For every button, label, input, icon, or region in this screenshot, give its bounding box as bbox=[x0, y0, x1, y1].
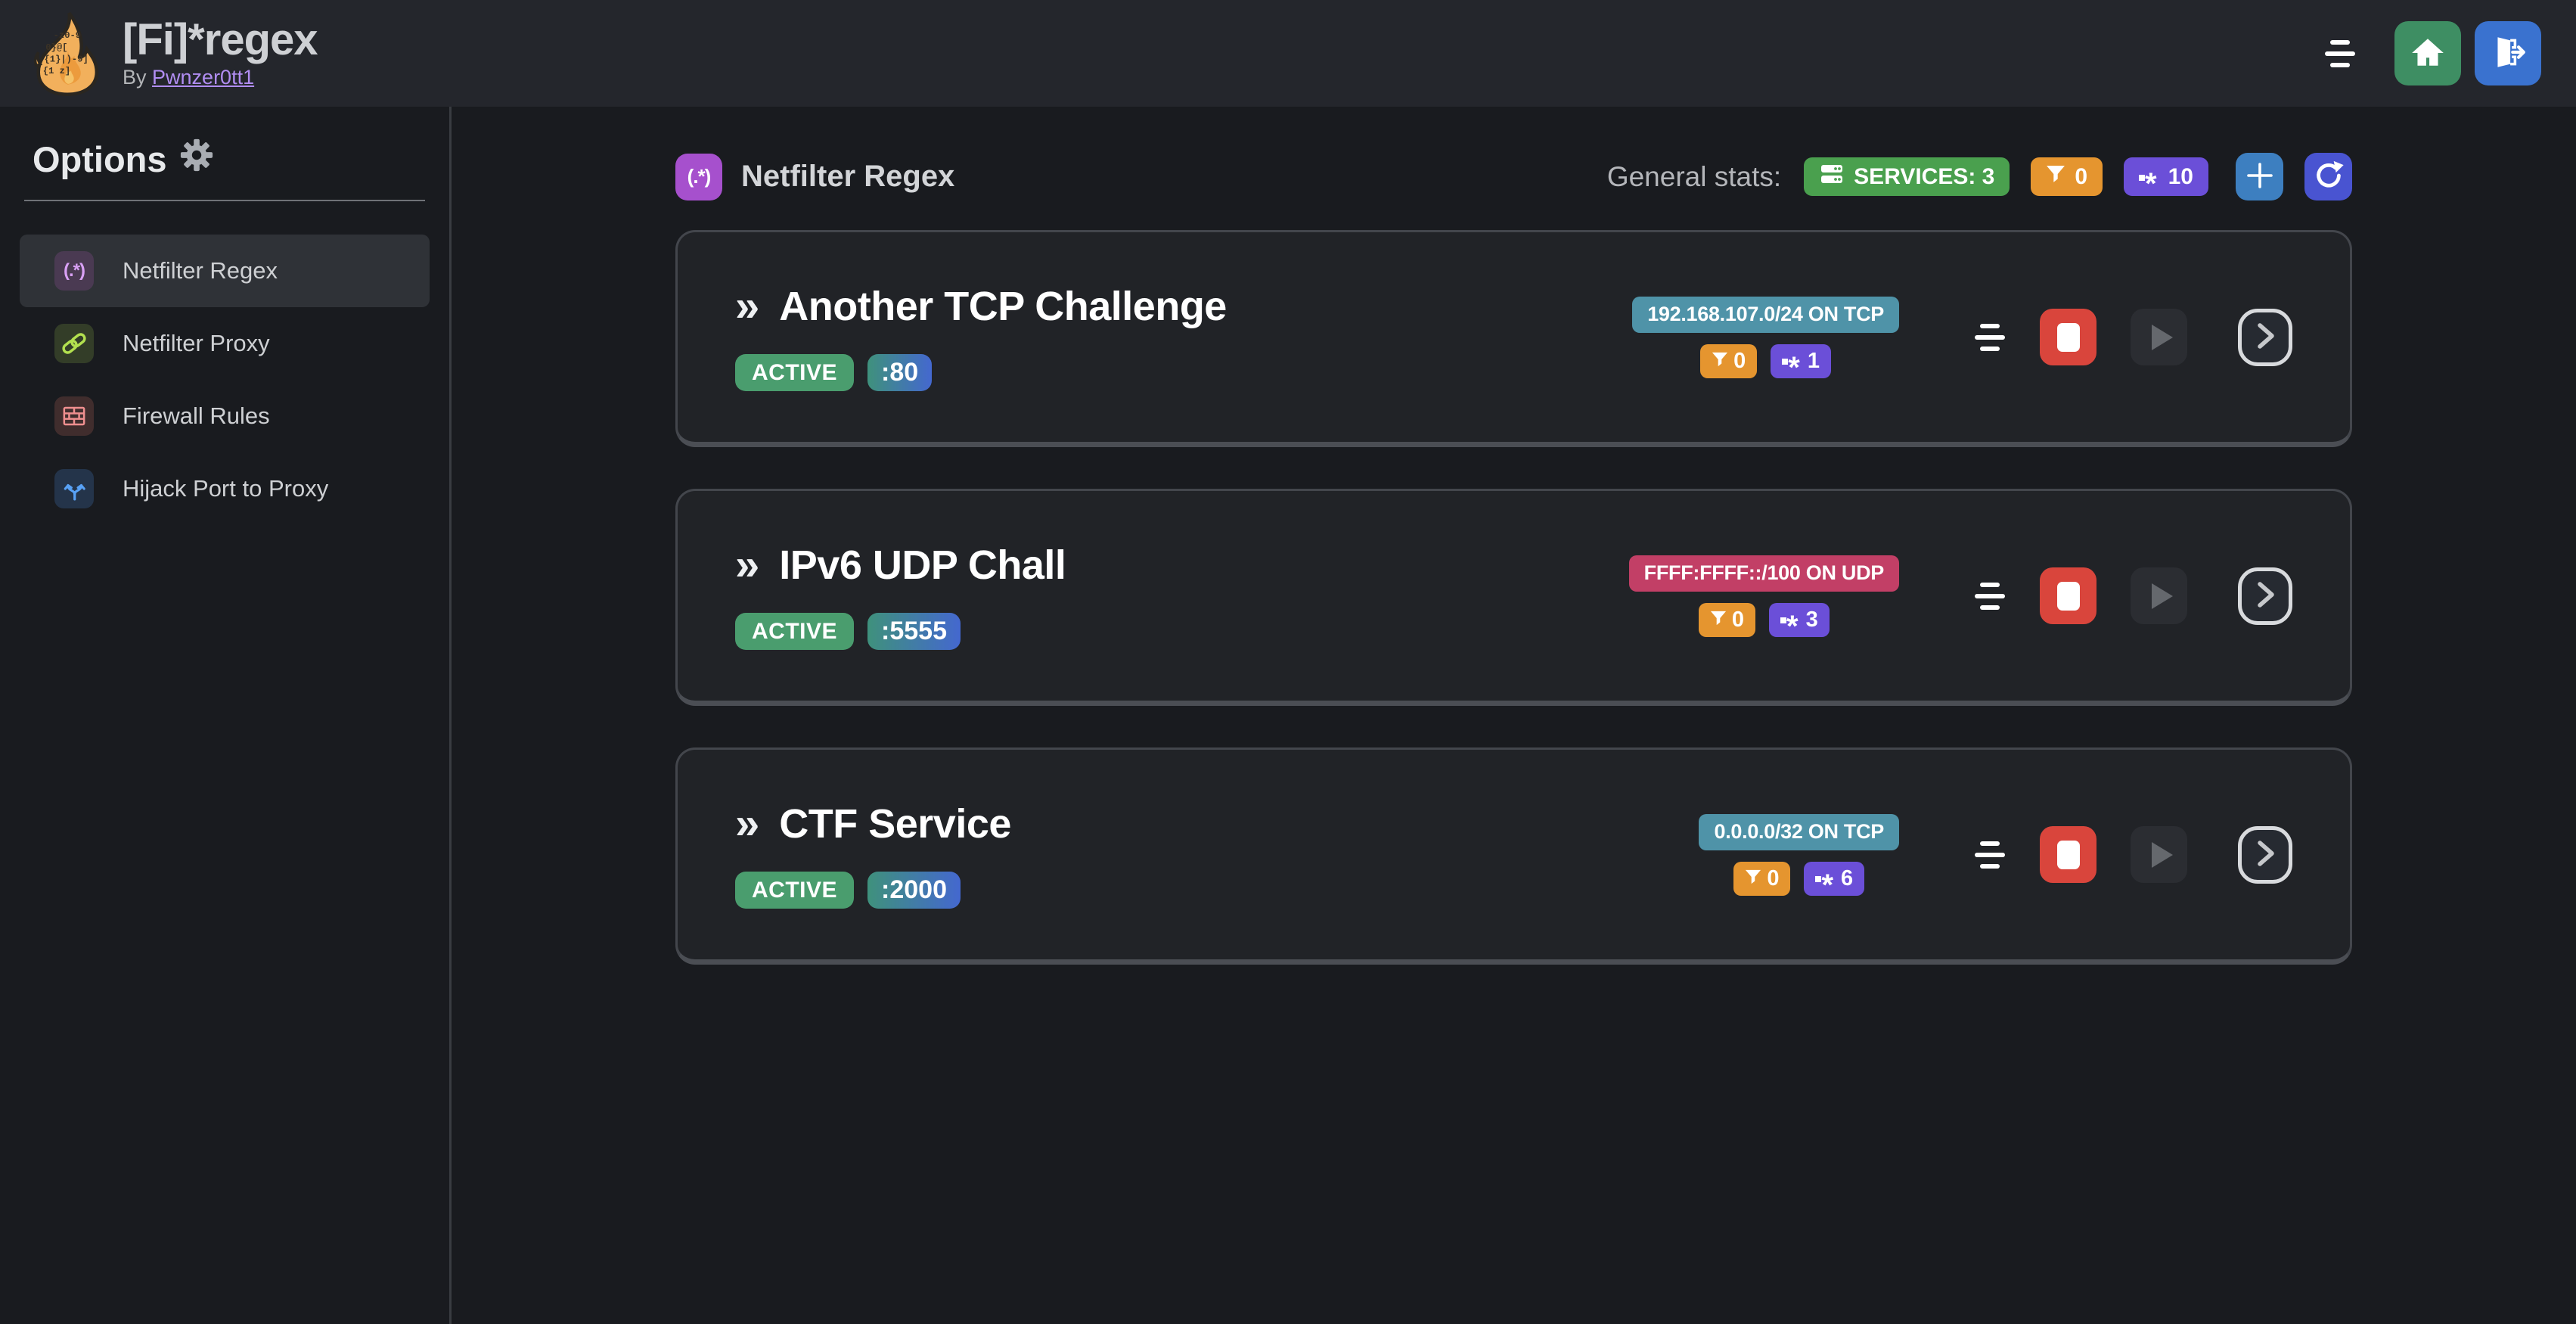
sidebar-nav: (.*) Netfilter Regex Netfilter Proxy bbox=[0, 235, 449, 525]
author-link[interactable]: Pwnzer0tt1 bbox=[152, 66, 255, 89]
regex-count-badge: * 3 bbox=[1769, 602, 1830, 642]
regex-icon: (.*) bbox=[675, 153, 722, 200]
options-heading: Options bbox=[33, 138, 449, 179]
port-badge: :2000 bbox=[867, 872, 961, 909]
funnel-icon bbox=[1710, 608, 1727, 632]
svg-text:{1 z]: {1 z] bbox=[43, 66, 70, 76]
play-icon bbox=[2151, 583, 2173, 609]
sidebar-item-label: Netfilter Regex bbox=[123, 257, 278, 284]
home-button[interactable] bbox=[2394, 21, 2461, 85]
byline: By Pwnzer0tt1 bbox=[123, 66, 255, 89]
open-service-button[interactable] bbox=[2238, 308, 2292, 366]
stop-icon bbox=[2056, 322, 2080, 352]
port-badge: :5555 bbox=[867, 613, 961, 650]
sidebar-item-netfilter-regex[interactable]: (.*) Netfilter Regex bbox=[20, 235, 430, 307]
chain-link-icon bbox=[54, 324, 94, 363]
funnel-icon bbox=[1712, 349, 1728, 374]
regex-count-icon: * bbox=[1782, 353, 1800, 383]
filter-count-badge: 0 bbox=[1698, 602, 1756, 637]
endpoint-badge: 0.0.0.0/32 ON TCP bbox=[1699, 813, 1899, 850]
play-button[interactable] bbox=[2131, 567, 2187, 624]
sidebar-item-hijack-port[interactable]: Hijack Port to Proxy bbox=[20, 452, 430, 525]
chevron-right-icon bbox=[2252, 838, 2278, 871]
status-badge: ACTIVE bbox=[735, 872, 855, 909]
fork-arrows-icon bbox=[54, 469, 94, 508]
sidebar-item-firewall-rules[interactable]: Firewall Rules bbox=[20, 380, 430, 452]
service-title: IPv6 UDP Chall bbox=[779, 542, 1066, 588]
card-menu-icon[interactable] bbox=[1975, 841, 2005, 869]
open-service-button[interactable] bbox=[2238, 567, 2292, 625]
endpoint-badge: 192.168.107.0/24 ON TCP bbox=[1632, 296, 1899, 333]
home-icon bbox=[2409, 33, 2447, 73]
stats-services-badge: SERVICES: 3 bbox=[1804, 157, 2010, 196]
sidebar-item-netfilter-proxy[interactable]: Netfilter Proxy bbox=[20, 307, 430, 380]
stop-icon bbox=[2056, 840, 2080, 869]
main-header: (.*) Netfilter Regex General stats: SERV… bbox=[675, 153, 2352, 200]
service-card: » IPv6 UDP Chall ACTIVE :5555 FFFF:FFFF:… bbox=[675, 489, 2352, 706]
filter-count-badge: 0 bbox=[1700, 343, 1758, 378]
svg-text:{1}|)-9]: {1}|)-9] bbox=[45, 54, 88, 64]
regex-count-badge: * 1 bbox=[1771, 343, 1832, 383]
regex-count-icon: * bbox=[1780, 611, 1799, 642]
open-service-button[interactable] bbox=[2238, 825, 2292, 884]
refresh-button[interactable] bbox=[2304, 153, 2352, 200]
gear-icon bbox=[179, 138, 214, 181]
page-title: Netfilter Regex bbox=[741, 160, 955, 193]
add-service-button[interactable] bbox=[2236, 153, 2283, 200]
service-card: » Another TCP Challenge ACTIVE :80 192.1… bbox=[675, 230, 2352, 447]
stop-button[interactable] bbox=[2040, 567, 2096, 624]
regex-count-icon: * bbox=[1815, 870, 1833, 900]
regex-count-icon: * bbox=[2139, 169, 2157, 199]
service-card: » CTF Service ACTIVE :2000 0.0.0.0/32 ON… bbox=[675, 747, 2352, 965]
logout-button[interactable] bbox=[2475, 21, 2541, 85]
refresh-icon bbox=[2311, 158, 2346, 195]
funnel-icon bbox=[2046, 164, 2065, 190]
stats-regex-badge: * 10 bbox=[2124, 157, 2208, 199]
svg-text:-z0-9: -z0-9 bbox=[54, 30, 81, 41]
port-badge: :80 bbox=[867, 354, 933, 391]
svg-text:0}@[: 0}@[ bbox=[45, 42, 67, 52]
double-chevron-icon: » bbox=[735, 539, 760, 589]
chevron-right-icon bbox=[2252, 580, 2278, 612]
play-button[interactable] bbox=[2131, 826, 2187, 883]
regex-count-badge: * 6 bbox=[1804, 861, 1865, 900]
brick-wall-icon bbox=[54, 396, 94, 436]
sidebar-item-label: Hijack Port to Proxy bbox=[123, 475, 329, 502]
stop-button[interactable] bbox=[2040, 826, 2096, 883]
status-badge: ACTIVE bbox=[735, 613, 855, 650]
sidebar-divider bbox=[24, 200, 425, 201]
sidebar-item-label: Firewall Rules bbox=[123, 402, 270, 429]
service-title: Another TCP Challenge bbox=[779, 284, 1227, 329]
header-menu-icon[interactable] bbox=[2325, 39, 2355, 67]
flame-logo-icon: -z0-9 0}@[ {1}|)-9] {1 z] bbox=[27, 11, 106, 96]
regex-icon: (.*) bbox=[54, 251, 94, 291]
app-title: [Fi]*regex bbox=[123, 14, 318, 64]
sidebar-item-label: Netfilter Proxy bbox=[123, 330, 270, 356]
stop-icon bbox=[2056, 581, 2080, 611]
general-stats-label: General stats: bbox=[1606, 160, 1782, 192]
double-chevron-icon: » bbox=[735, 798, 760, 848]
chevron-right-icon bbox=[2252, 321, 2278, 353]
main-content: (.*) Netfilter Regex General stats: SERV… bbox=[452, 107, 2576, 1324]
card-menu-icon[interactable] bbox=[1975, 323, 2005, 351]
play-icon bbox=[2151, 841, 2173, 868]
logout-icon bbox=[2489, 33, 2527, 73]
play-button[interactable] bbox=[2131, 309, 2187, 365]
status-badge: ACTIVE bbox=[735, 354, 855, 391]
stats-filter-badge: 0 bbox=[2031, 157, 2103, 196]
service-title: CTF Service bbox=[779, 801, 1011, 847]
double-chevron-icon: » bbox=[735, 281, 760, 331]
filter-count-badge: 0 bbox=[1733, 861, 1791, 896]
card-menu-icon[interactable] bbox=[1975, 582, 2005, 610]
endpoint-badge: FFFF:FFFF::/100 ON UDP bbox=[1628, 555, 1899, 592]
service-list: » Another TCP Challenge ACTIVE :80 192.1… bbox=[675, 230, 2352, 965]
stop-button[interactable] bbox=[2040, 309, 2096, 365]
app-header: -z0-9 0}@[ {1}|)-9] {1 z] [Fi]*regex By … bbox=[0, 0, 2576, 107]
server-stack-icon bbox=[1819, 162, 1845, 192]
play-icon bbox=[2151, 324, 2173, 350]
plus-icon bbox=[2242, 157, 2278, 196]
sidebar: Options bbox=[0, 107, 452, 1324]
funnel-icon bbox=[1745, 866, 1761, 891]
